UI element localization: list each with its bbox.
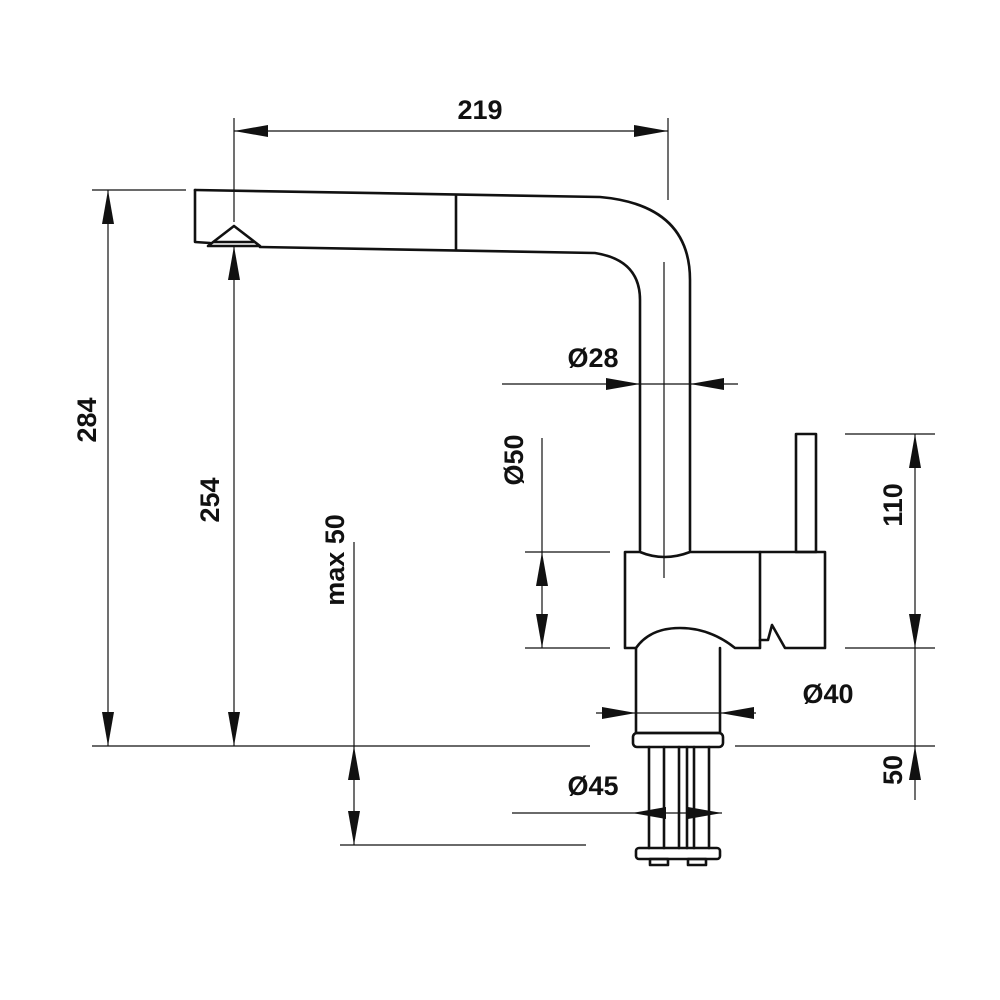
arrow-110-top [909, 434, 921, 468]
arrow-219-right [634, 125, 668, 137]
label-spout-reach: 219 [457, 95, 502, 125]
mounting-ring [631, 731, 725, 749]
dimension-labels: 219 284 254 max 50 Ø28 Ø50 110 Ø40 50 Ø4… [72, 95, 908, 801]
lever-rod [794, 432, 818, 554]
mixer-body [623, 550, 762, 650]
arrow-50s-top [909, 746, 921, 780]
arrow-110-bottom [909, 614, 921, 648]
label-body-diameter: Ø50 [499, 434, 529, 485]
faucet-outline [193, 188, 827, 867]
base-collar [634, 646, 722, 735]
arrow-28-right [690, 378, 724, 390]
arrow-max50-top [348, 746, 360, 780]
arrow-45-left [632, 807, 666, 819]
label-hole-diameter: Ø45 [567, 771, 618, 801]
spout-arm-underside [193, 188, 212, 245]
arrow-28-left [606, 378, 640, 390]
arrow-284-top [102, 190, 114, 224]
label-max-deck: max 50 [320, 514, 350, 606]
lever-housing [758, 550, 827, 650]
arrow-254-bottom [228, 712, 240, 746]
label-spout-height: 254 [195, 477, 225, 522]
fixing-nut-left [648, 857, 670, 867]
arrow-40-left [602, 707, 636, 719]
fixing-nut-right [686, 857, 708, 867]
label-spout-diameter: Ø28 [567, 343, 618, 373]
arrow-50-top [536, 552, 548, 586]
arrow-50-bottom [536, 614, 548, 648]
arrow-284-bottom [102, 712, 114, 746]
spout-arm [193, 188, 692, 552]
arrow-45-right [688, 807, 722, 819]
arrow-219-left [234, 125, 268, 137]
spout-arm-lower [258, 245, 642, 552]
label-lever-height: 110 [878, 483, 908, 527]
fixing-plate [634, 846, 722, 861]
arrow-max50-bottom [348, 811, 360, 845]
dimension-lines [92, 118, 935, 846]
arrow-254-top [228, 246, 240, 280]
label-base-diameter: Ø40 [802, 679, 853, 709]
label-shank-length: 50 [878, 755, 908, 785]
arrow-40-right [720, 707, 754, 719]
label-total-height: 284 [72, 397, 102, 442]
